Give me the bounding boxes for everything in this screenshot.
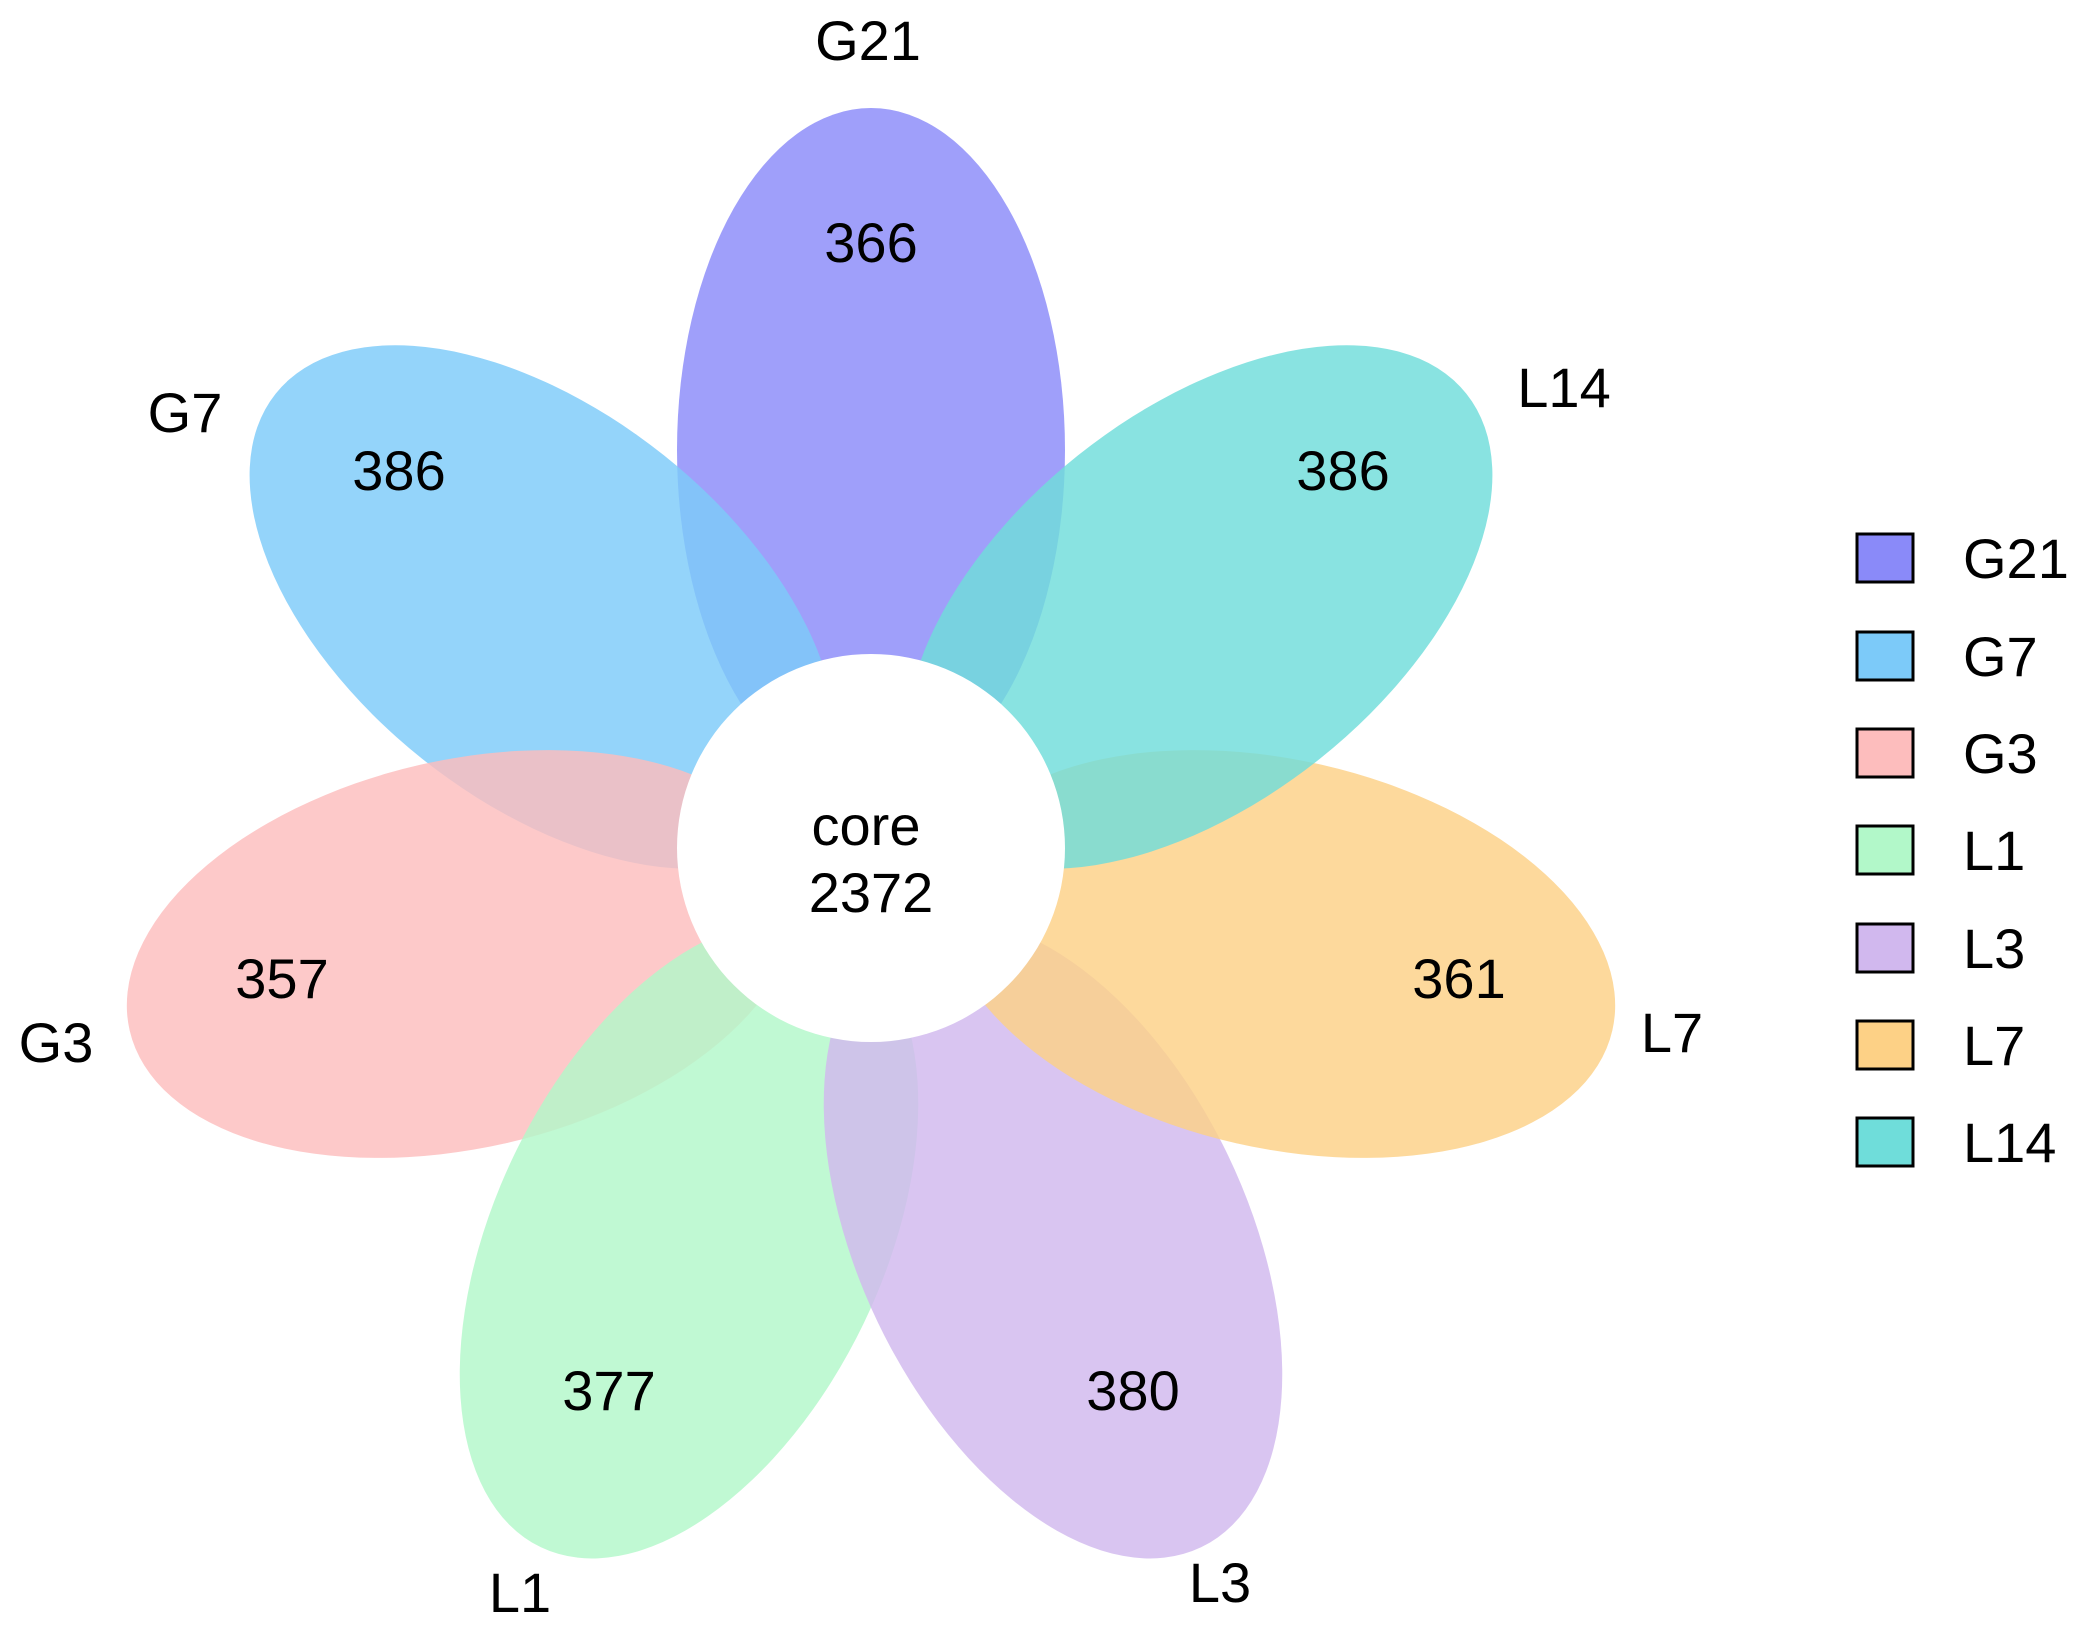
label-l3: L3 bbox=[1189, 1551, 1251, 1614]
label-g7: G7 bbox=[148, 381, 223, 444]
petal-counts: 366 386 357 377 380 361 386 bbox=[235, 211, 1505, 1422]
legend-label-l1: L1 bbox=[1963, 819, 2025, 882]
petal-l1 bbox=[459, 919, 919, 1559]
label-l1: L1 bbox=[489, 1561, 551, 1624]
core-count: 2372 bbox=[809, 861, 934, 924]
legend-swatch-g21 bbox=[1855, 532, 1915, 584]
label-g21: G21 bbox=[815, 9, 921, 72]
label-l14: L14 bbox=[1517, 356, 1610, 419]
count-g7: 386 bbox=[352, 439, 445, 502]
petal-group bbox=[126, 108, 1616, 1559]
petal-g7 bbox=[249, 345, 837, 869]
legend-label-g21: G21 bbox=[1963, 527, 2069, 590]
label-g3: G3 bbox=[19, 1011, 94, 1074]
legend-label-l3: L3 bbox=[1963, 917, 2025, 980]
core-circle bbox=[677, 654, 1065, 1042]
legend-label-l14: L14 bbox=[1963, 1111, 2056, 1174]
legend-swatch-g3 bbox=[1855, 727, 1915, 779]
count-g3: 357 bbox=[235, 947, 328, 1010]
legend: G21 G7 G3 L1 L3 L7 L14 bbox=[1855, 527, 2069, 1174]
count-g21: 366 bbox=[824, 211, 917, 274]
legend-swatch-l3 bbox=[1855, 922, 1915, 974]
legend-swatch-l14 bbox=[1855, 1116, 1915, 1168]
legend-swatch-l1 bbox=[1855, 824, 1915, 876]
petal-labels: G21 G7 G3 L1 L3 L7 L14 bbox=[19, 9, 1704, 1624]
count-l7: 361 bbox=[1412, 947, 1505, 1010]
legend-label-g3: G3 bbox=[1963, 722, 2038, 785]
core-label: core bbox=[812, 794, 921, 857]
count-l1: 377 bbox=[562, 1359, 655, 1422]
label-l7: L7 bbox=[1641, 1001, 1703, 1064]
count-l3: 380 bbox=[1086, 1359, 1179, 1422]
legend-label-g7: G7 bbox=[1963, 625, 2038, 688]
petal-l14 bbox=[905, 345, 1493, 869]
legend-swatch-g7 bbox=[1855, 630, 1915, 682]
legend-label-l7: L7 bbox=[1963, 1014, 2025, 1077]
count-l14: 386 bbox=[1296, 439, 1389, 502]
legend-swatch-l7 bbox=[1855, 1019, 1915, 1071]
